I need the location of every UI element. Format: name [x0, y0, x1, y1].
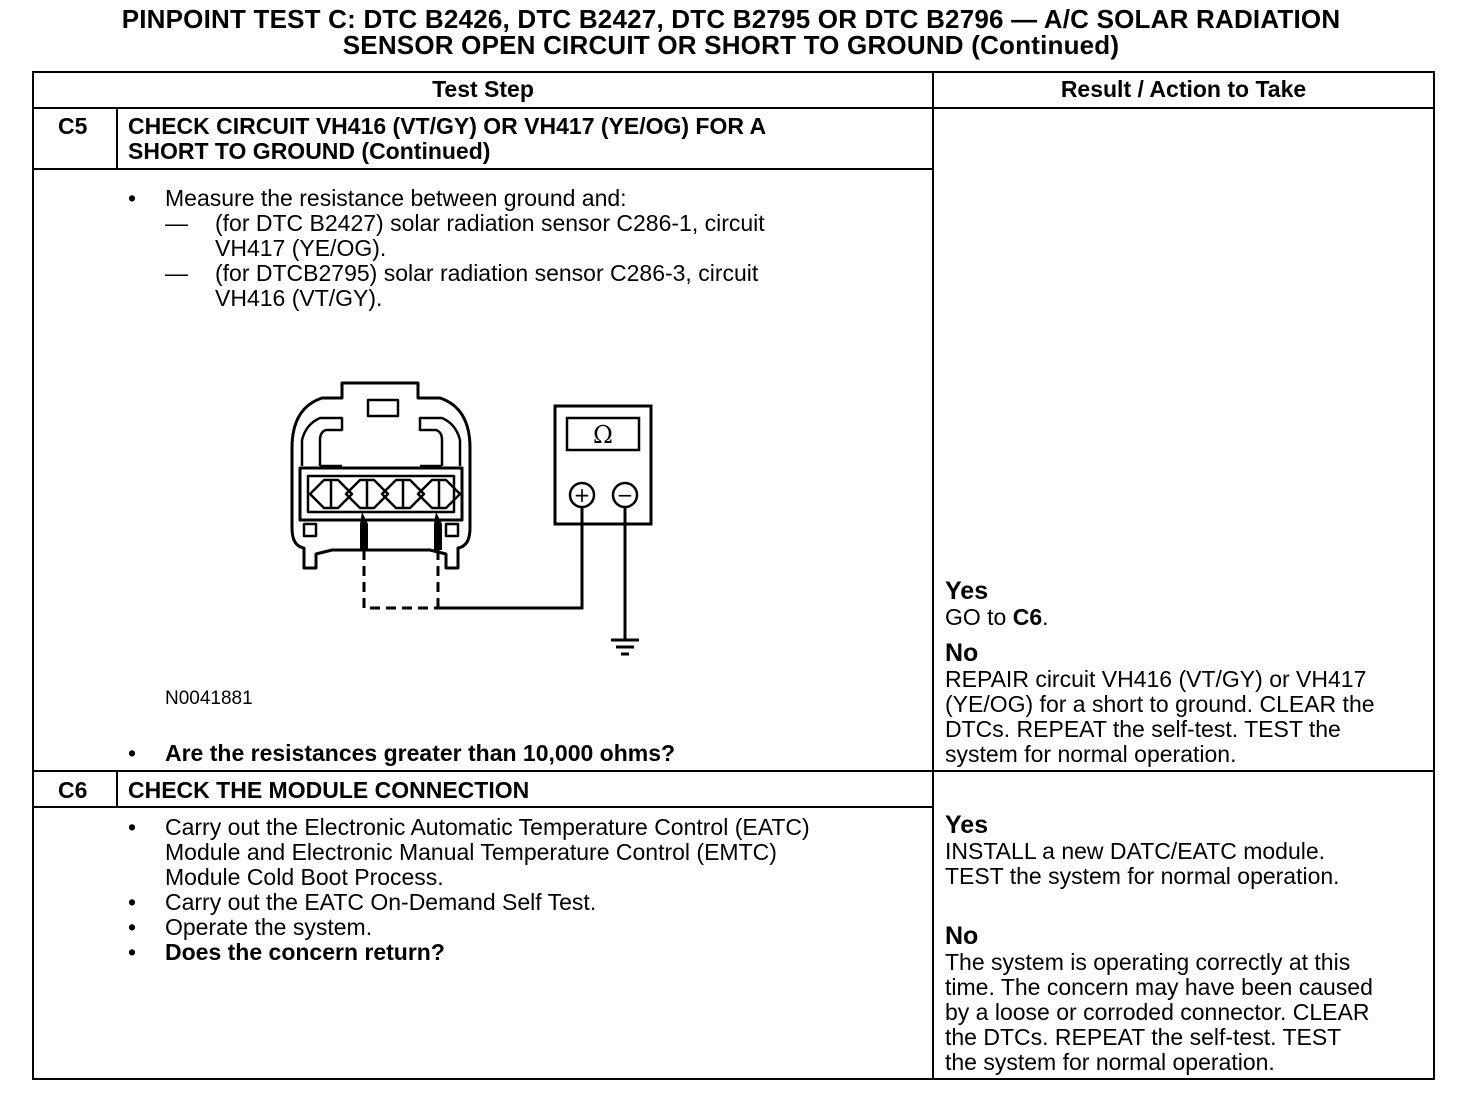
c6-heading: CHECK THE MODULE CONNECTION — [128, 777, 530, 803]
c5-question: Are the resistances greater than 10,000 … — [165, 740, 676, 766]
header-divider — [32, 107, 1435, 109]
c5-yes-prefix: GO to — [945, 604, 1013, 630]
connector-body — [290, 381, 472, 570]
c5-no-line-4: system for normal operation. — [945, 741, 1237, 767]
c6-no-line-4: the DTCs. REPEAT the self-test. TEST — [945, 1024, 1342, 1050]
c6-bullet-1-line-1: Carry out the Electronic Automatic Tempe… — [165, 814, 810, 840]
ohmmeter: Ω + − — [553, 404, 653, 526]
test-probes — [360, 512, 442, 550]
c6-bullet-2: Carry out the EATC On-Demand Self Test. — [165, 889, 597, 915]
c5-sub-2-line-1: (for DTCB2795) solar radiation sensor C2… — [215, 260, 759, 286]
terminal-housing — [298, 466, 464, 522]
bullet-marker: • — [128, 939, 137, 965]
c5-yes-label: Yes — [945, 577, 989, 605]
column-header-test-step: Test Step — [432, 76, 534, 102]
c5-yes-text: GO to C6. — [945, 605, 1049, 630]
c5-sub-1-line-2: VH417 (YE/OG). — [215, 235, 387, 261]
bullet-marker: • — [128, 889, 137, 915]
c6-bullet-3: Operate the system. — [165, 914, 373, 940]
c5-yes-suffix: . — [1042, 604, 1049, 630]
c6-yes-label: Yes — [945, 811, 989, 839]
c5-sub-1-line-1: (for DTC B2427) solar radiation sensor C… — [215, 210, 765, 236]
c5-id-divider — [116, 107, 118, 169]
bullet-marker: • — [128, 814, 137, 840]
c6-no-line-3: by a loose or corroded connector. CLEAR — [945, 999, 1370, 1025]
title-line-2: SENSOR OPEN CIRCUIT OR SHORT TO GROUND (… — [342, 30, 1120, 60]
c5-step-id: C5 — [58, 113, 88, 139]
c5-no-line-2: (YE/OG) for a short to ground. CLEAR the — [945, 691, 1375, 717]
c5-sub-2-line-2: VH416 (VT/GY). — [215, 285, 383, 311]
c5-heading-divider — [32, 168, 934, 170]
c6-no-line-2: time. The concern may have been caused — [945, 974, 1373, 1000]
dash-marker: — — [165, 260, 188, 286]
c6-question: Does the concern return? — [165, 939, 445, 965]
c5-no-label: No — [945, 639, 979, 667]
c6-no-label: No — [945, 922, 979, 950]
c5-yes-step-link[interactable]: C6 — [1012, 604, 1043, 630]
table-border-right — [1433, 71, 1435, 1080]
c5-heading-line-2: SHORT TO GROUND (Continued) — [128, 138, 491, 164]
column-divider — [932, 71, 934, 1080]
connector-ohmmeter-diagram: Ω + − — [290, 381, 653, 656]
c6-step-id: C6 — [58, 777, 88, 803]
c6-yes-line-1: INSTALL a new DATC/EATC module. — [945, 838, 1326, 864]
bullet-marker: • — [128, 740, 137, 766]
c6-yes-line-2: TEST the system for normal operation. — [945, 863, 1340, 889]
c5-bullet-1: Measure the resistance between ground an… — [165, 185, 627, 211]
c5-c6-divider — [32, 770, 1435, 772]
c5-no-line-3: DTCs. REPEAT the self-test. TEST the — [945, 716, 1341, 742]
c6-bullet-1-line-3: Module Cold Boot Process. — [165, 864, 444, 890]
table-border-bottom — [32, 1078, 1435, 1080]
ohm-symbol: Ω — [593, 421, 613, 449]
c6-no-line-5: the system for normal operation. — [945, 1049, 1275, 1075]
positive-terminal-label: + — [574, 483, 591, 507]
negative-terminal-label: − — [617, 483, 634, 507]
bullet-marker: • — [128, 914, 137, 940]
dash-marker: — — [165, 210, 188, 236]
table-border-left — [32, 71, 34, 1080]
c6-heading-divider — [32, 806, 934, 808]
ground-symbol — [611, 638, 639, 656]
c6-no-line-1: The system is operating correctly at thi… — [945, 949, 1351, 975]
title-line-1: PINPOINT TEST C: DTC B2426, DTC B2427, D… — [121, 4, 1341, 34]
page-title: PINPOINT TEST C: DTC B2426, DTC B2427, D… — [0, 6, 1462, 58]
column-header-result: Result / Action to Take — [1060, 76, 1307, 102]
table-border-top — [32, 71, 1435, 73]
bullet-marker: • — [128, 185, 137, 211]
figure-id: N0041881 — [165, 688, 253, 709]
c6-bullet-1-line-2: Module and Electronic Manual Temperature… — [165, 839, 777, 865]
c5-no-line-1: REPAIR circuit VH416 (VT/GY) or VH417 — [945, 666, 1367, 692]
connector-latch — [366, 398, 400, 418]
c5-heading-line-1: CHECK CIRCUIT VH416 (VT/GY) OR VH417 (YE… — [128, 113, 767, 139]
c6-id-divider — [116, 770, 118, 807]
